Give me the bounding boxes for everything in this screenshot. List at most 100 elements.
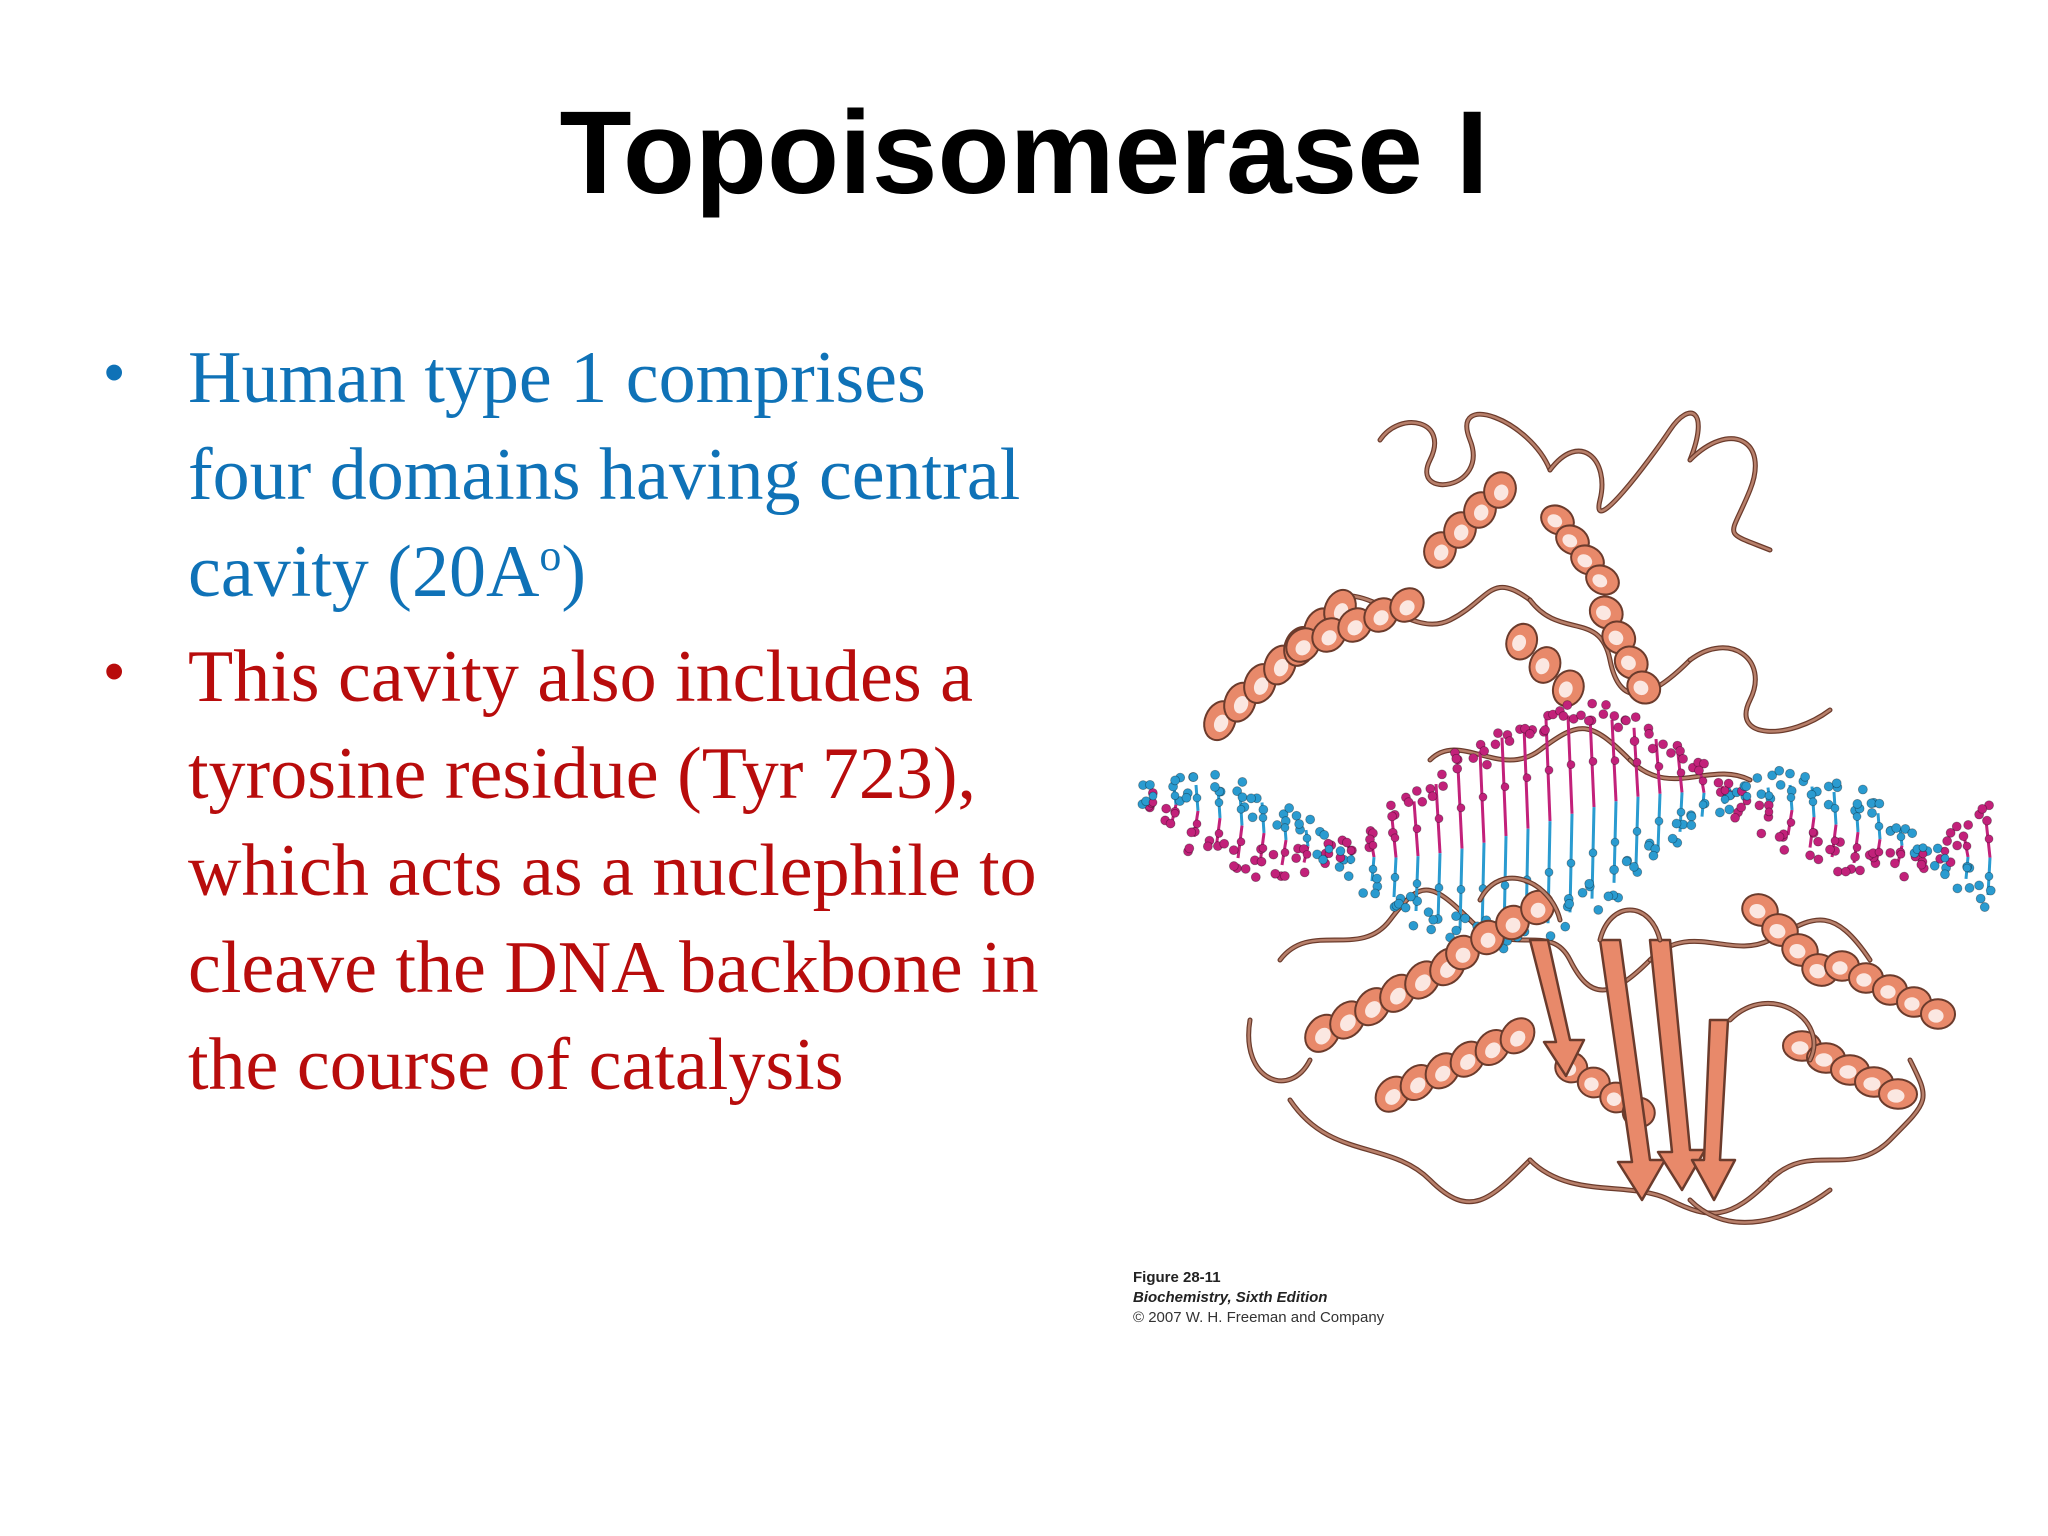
dna-atom bbox=[1358, 888, 1369, 898]
dna-atom bbox=[1823, 799, 1834, 810]
dna-atom bbox=[1874, 847, 1884, 857]
dna-atom bbox=[1676, 768, 1686, 778]
dna-atom bbox=[1647, 743, 1658, 754]
dna-atom bbox=[1268, 849, 1279, 860]
helix-highlight bbox=[1749, 903, 1766, 919]
dna-atom bbox=[1170, 808, 1180, 818]
bullet-item-tyrosine: • This cavity also includes a tyrosine r… bbox=[100, 629, 1140, 1114]
dna-atom bbox=[1500, 880, 1510, 890]
dna-atom bbox=[1984, 834, 1994, 844]
bullet-marker: • bbox=[104, 340, 125, 405]
helix-highlight bbox=[1510, 1030, 1526, 1047]
dna-atom bbox=[1754, 800, 1765, 811]
dna-atom bbox=[1808, 827, 1818, 837]
coil-loop bbox=[1528, 1158, 1772, 1215]
dna-atom bbox=[1603, 891, 1614, 902]
dna-atom bbox=[1302, 833, 1312, 843]
helix-highlight bbox=[1789, 943, 1806, 959]
dna-atom bbox=[1830, 803, 1840, 813]
dna-atom bbox=[1715, 807, 1725, 818]
helix-highlight bbox=[1887, 1089, 1905, 1103]
dna-atom bbox=[1412, 879, 1422, 888]
dna-atom bbox=[1456, 885, 1466, 894]
helix-highlight bbox=[1606, 1092, 1622, 1106]
dna-atom bbox=[1312, 849, 1323, 860]
coil-loop bbox=[1328, 586, 1532, 626]
coil-loop bbox=[1688, 646, 1832, 733]
dna-atom bbox=[1403, 797, 1414, 808]
dna-atom bbox=[1544, 765, 1554, 775]
dna-atom bbox=[1291, 810, 1302, 821]
dna-atom bbox=[1284, 803, 1295, 813]
coil-loop bbox=[1288, 1098, 1532, 1203]
coil-loop bbox=[1278, 888, 1472, 962]
dna-atom bbox=[1451, 753, 1462, 764]
bullet-line: tyrosine residue (Tyr 723), bbox=[188, 733, 977, 815]
dna-atom bbox=[1975, 893, 1986, 904]
dna-atom bbox=[1411, 786, 1422, 796]
dna-atom bbox=[1899, 871, 1910, 882]
dna-atom bbox=[1250, 872, 1261, 883]
protein-ribbon-back bbox=[1203, 410, 1926, 1216]
dna-atom bbox=[1598, 709, 1609, 720]
dna-atom bbox=[1246, 793, 1257, 804]
helix-highlight bbox=[1347, 620, 1363, 636]
dna-atom bbox=[1438, 781, 1448, 791]
dna-atom bbox=[1767, 770, 1778, 781]
bullet-item-structure: • Human type 1 comprises four domains ha… bbox=[100, 330, 1140, 621]
alpha-helix bbox=[1203, 588, 1357, 742]
bullet-line: Human type 1 comprises bbox=[188, 337, 926, 419]
protein-dna-structure-figure bbox=[1130, 400, 2010, 1250]
dna-atom bbox=[1258, 843, 1268, 853]
dna-atom bbox=[1610, 756, 1620, 765]
dna-atom bbox=[1977, 803, 1988, 814]
dna-atom bbox=[1666, 748, 1676, 758]
coil-loop-outline bbox=[1287, 1097, 1533, 1205]
dna-atom bbox=[1386, 800, 1396, 811]
dna-atom bbox=[1945, 827, 1956, 838]
helix-highlight bbox=[1769, 923, 1786, 939]
dna-atom bbox=[1566, 760, 1576, 770]
dna-atom bbox=[1219, 838, 1230, 849]
dna-atom bbox=[1583, 715, 1594, 726]
figure-caption: Figure 28-11 Biochemistry, Sixth Edition… bbox=[1133, 1268, 1384, 1328]
alpha-helix bbox=[1741, 893, 1839, 987]
bullet-line: the course of catalysis bbox=[188, 1024, 844, 1106]
dna-atom bbox=[1370, 888, 1381, 899]
dna-atom bbox=[1823, 781, 1834, 792]
dna-atom bbox=[1540, 725, 1550, 735]
helix-highlight bbox=[1633, 680, 1649, 696]
helix-highlight bbox=[1273, 658, 1289, 677]
dna-atom bbox=[1335, 846, 1346, 856]
alpha-helix bbox=[1445, 889, 1555, 971]
helix-highlight bbox=[1455, 947, 1471, 963]
dna-atom bbox=[1256, 856, 1267, 867]
dna-atom bbox=[1942, 836, 1953, 846]
helix-highlight bbox=[1233, 696, 1249, 714]
dna-atom bbox=[1478, 792, 1488, 802]
bullet-line-tail: ) bbox=[561, 531, 587, 613]
bullet-line: This cavity also includes a bbox=[188, 636, 974, 718]
helix-highlight bbox=[1512, 634, 1527, 651]
helix-highlight bbox=[1435, 1065, 1451, 1082]
dna-atom bbox=[1698, 800, 1708, 810]
dna-atom bbox=[1808, 797, 1818, 807]
dna-atom bbox=[1698, 776, 1708, 786]
helix-highlight bbox=[1433, 544, 1449, 561]
dna-atom bbox=[1952, 883, 1963, 894]
dna-atom bbox=[1813, 836, 1823, 847]
dna-atom bbox=[1830, 836, 1840, 846]
dna-atom bbox=[1342, 837, 1352, 848]
dna-atom bbox=[1272, 820, 1283, 830]
dna-atom bbox=[1741, 781, 1752, 792]
dna-atom bbox=[1545, 931, 1556, 941]
dna-atom bbox=[1676, 807, 1686, 817]
dna-atom bbox=[1460, 913, 1471, 924]
dna-atom bbox=[1774, 831, 1785, 842]
dna-atom bbox=[1984, 871, 1994, 881]
bullet-line: cavity (20A bbox=[188, 531, 540, 613]
dna-atom bbox=[1885, 847, 1896, 858]
dna-atom bbox=[1588, 848, 1598, 858]
dna-atom bbox=[1850, 851, 1861, 862]
bullet-line: which acts as a nuclephile to bbox=[188, 830, 1037, 912]
